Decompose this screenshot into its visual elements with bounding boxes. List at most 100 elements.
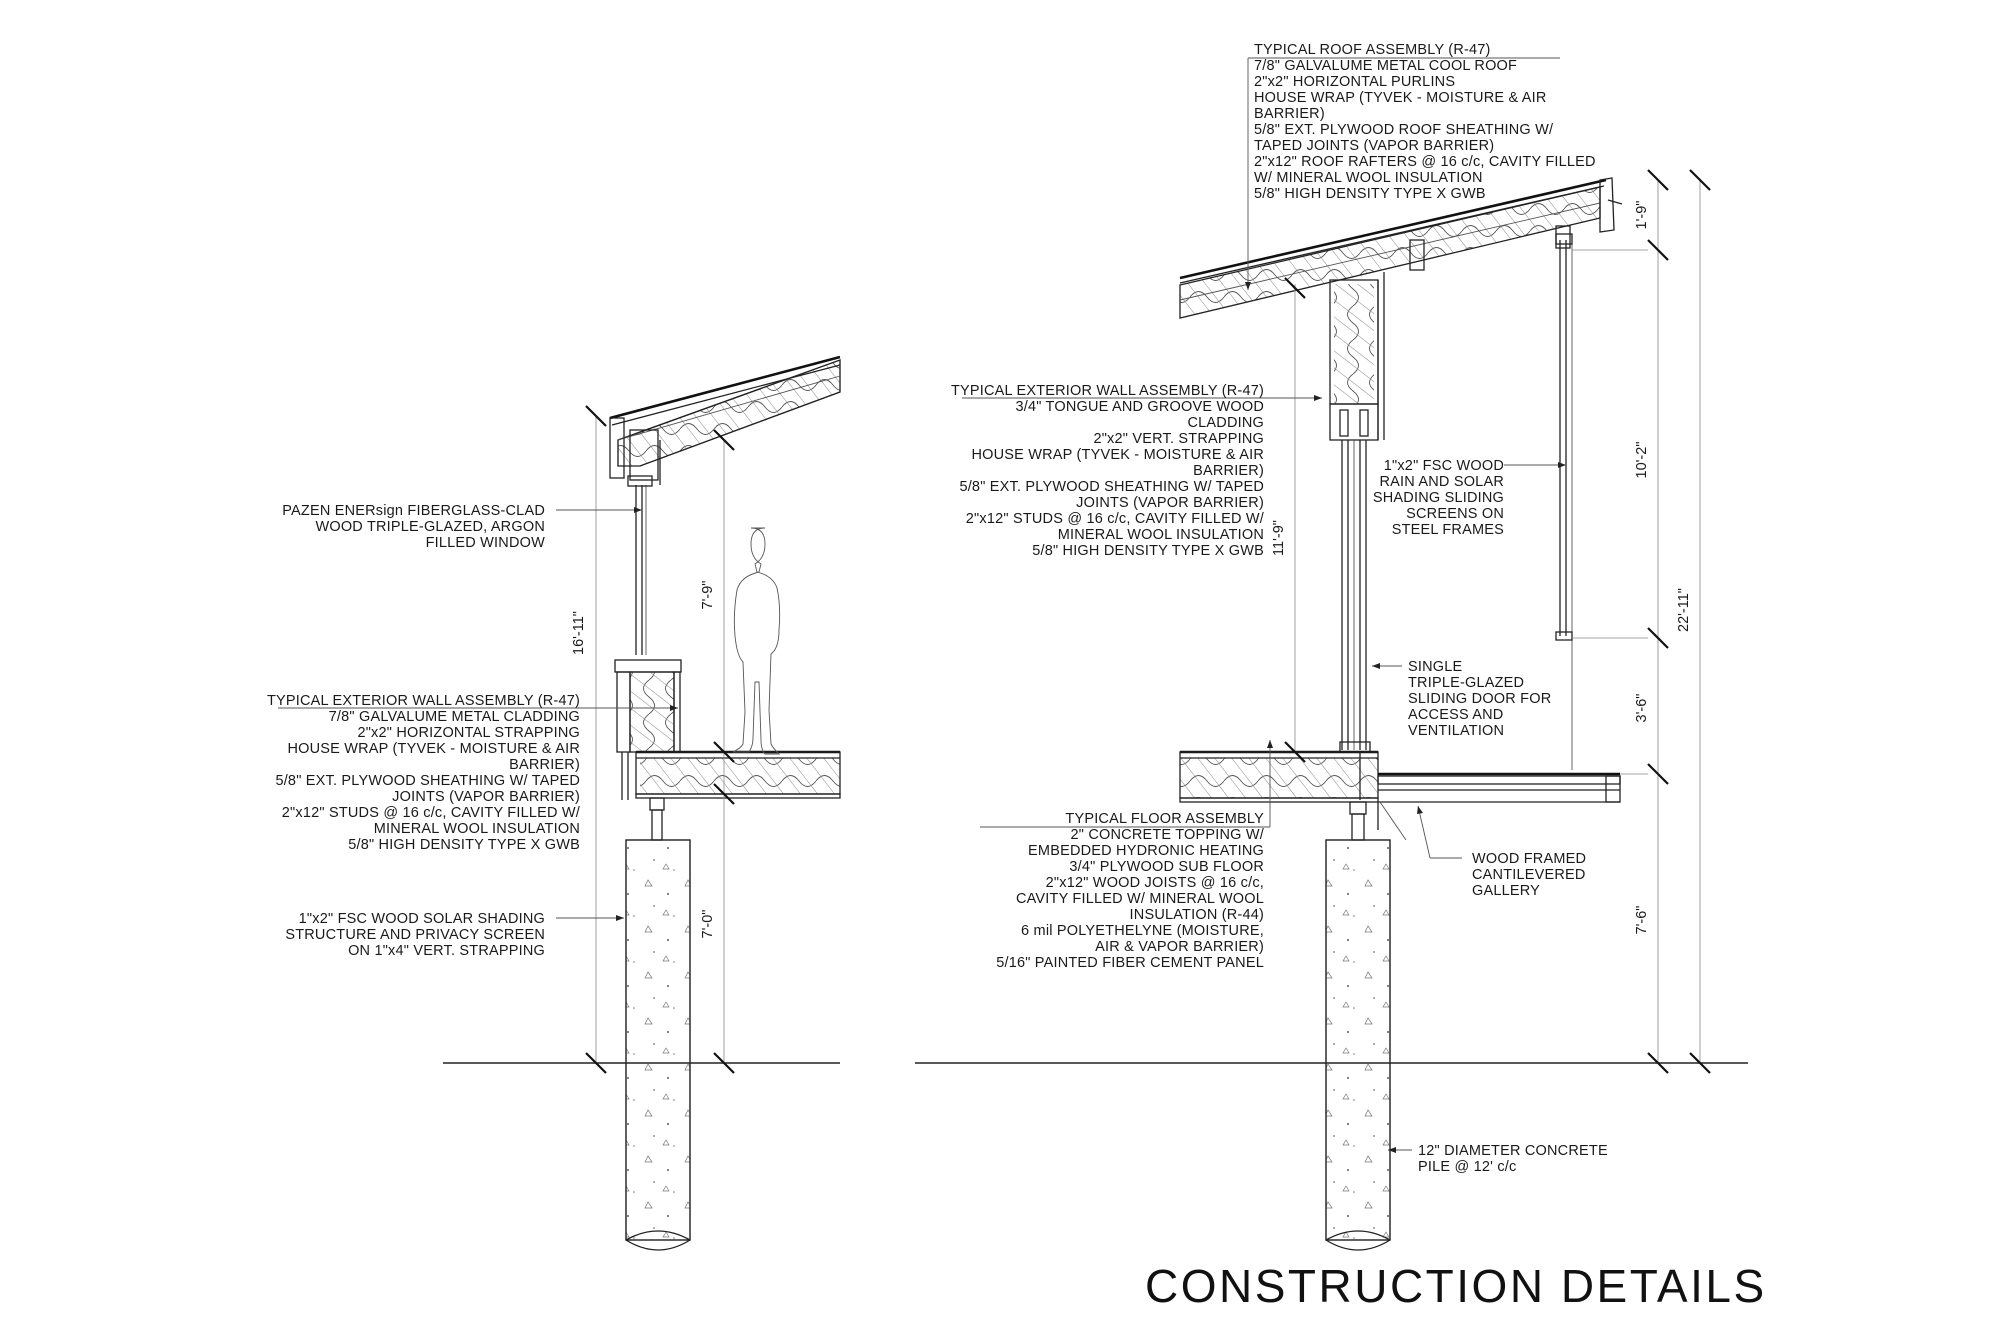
left-screen-note-line: 1"x2" FSC WOOD SOLAR SHADING [299,911,545,927]
right-wall-note-line: 3/4" TONGUE AND GROOVE WOOD [1015,399,1264,415]
left-wall-note-line: TYPICAL EXTERIOR WALL ASSEMBLY (R-47) [267,693,580,709]
left-wall-note-line: 5/8" HIGH DENSITY TYPE X GWB [348,837,580,853]
right-gallery [1377,772,1621,830]
right-pile [1325,801,1407,1251]
left-roof [609,355,841,485]
right-wall-note-line: CLADDING [1187,415,1264,431]
right-sliding-door [1339,440,1371,753]
right-leaders [962,57,1566,1153]
left-pile [625,797,691,1251]
left-wall-note-line: BARRIER) [509,757,580,773]
right-screens-note-line: RAIN AND SOLAR [1380,474,1504,490]
right-floor-assembly-note: TYPICAL FLOOR ASSEMBLY 2" CONCRETE TOPPI… [996,811,1264,971]
right-pile-note: 12" DIAMETER CONCRETE PILE @ 12' c/c [1418,1143,1608,1175]
right-screens-note-line: 1"x2" FSC WOOD [1384,458,1504,474]
left-wall-note-line: 2"x12" STUDS @ 16 c/c, CAVITY FILLED W/ [282,805,581,821]
right-floor-note-line: CAVITY FILLED W/ MINERAL WOOL [1016,891,1264,907]
dim-right-rail: 3'-6" [1634,694,1650,723]
left-wall-note-line: HOUSE WRAP (TYVEK - MOISTURE & AIR [287,741,580,757]
left-screen-note-line: STRUCTURE AND PRIVACY SCREEN [285,927,545,943]
right-floor-note-line: 6 mil POLYETHELYNE (MOISTURE, [1021,923,1264,939]
left-leaders [278,507,678,921]
right-roof-note-line: W/ MINERAL WOOL INSULATION [1254,170,1483,186]
right-floor-note-line: 2" CONCRETE TOPPING W/ [1070,827,1264,843]
right-gallery-note-line: GALLERY [1472,883,1540,899]
right-door-note-line: VENTILATION [1408,723,1504,739]
right-wall-note-line: 5/8" HIGH DENSITY TYPE X GWB [1032,543,1264,559]
left-wall-note-line: 2"x2" HORIZONTAL STRAPPING [357,725,580,741]
right-wall-note-line: 2"x12" STUDS @ 16 c/c, CAVITY FILLED W/ [966,511,1265,527]
right-roof-note-line: 2"x2" HORIZONTAL PURLINS [1254,74,1455,90]
left-dimensions: 16'-11" 7'-9" 7'-0" [571,405,735,1074]
left-wall-assembly-note: TYPICAL EXTERIOR WALL ASSEMBLY (R-47) 7/… [267,693,581,853]
left-wall-note-line: JOINTS (VAPOR BARRIER) [392,789,580,805]
right-wall [1329,272,1385,441]
left-screen-note: 1"x2" FSC WOOD SOLAR SHADING STRUCTURE A… [285,911,545,959]
left-wall [614,659,682,800]
right-wall-note-line: MINERAL WOOL INSULATION [1058,527,1264,543]
left-window-note-line: PAZEN ENERsign FIBERGLASS-CLAD [282,503,545,519]
right-gallery-note: WOOD FRAMED CANTILEVERED GALLERY [1472,851,1586,899]
right-roof-note-line: 5/8" HIGH DENSITY TYPE X GWB [1254,186,1486,202]
right-floor-note-line: EMBEDDED HYDRONIC HEATING [1028,843,1264,859]
dim-right-floor: 7'-6" [1634,906,1650,935]
right-roof-note-line: TAPED JOINTS (VAPOR BARRIER) [1254,138,1494,154]
right-floor-note-line: 2"x12" WOOD JOISTS @ 16 c/c, [1046,875,1264,891]
right-door-note-line: SINGLE [1408,659,1463,675]
right-sliding-screen [1555,233,1573,770]
left-screen-note-line: ON 1"x4" VERT. STRAPPING [348,943,545,959]
right-wall-note-line: 2"x2" VERT. STRAPPING [1093,431,1264,447]
right-floor-note-line: TYPICAL FLOOR ASSEMBLY [1065,811,1264,827]
right-roof-note-line: 7/8" GALVALUME METAL COOL ROOF [1254,58,1517,74]
right-dimensions: 11'-9" 1'-9" 10'-2" 3'-6" 7'-6" 22'-11" [1271,169,1711,1074]
right-floor-note-line: AIR & VAPOR BARRIER) [1095,939,1264,955]
right-screens-note-line: SHADING SLIDING [1373,490,1504,506]
right-screens-note-line: SCREENS ON [1406,506,1504,522]
right-gallery-note-line: WOOD FRAMED [1472,851,1586,867]
right-door-note-line: ACCESS AND [1408,707,1503,723]
page-title: CONSTRUCTION DETAILS [1145,1260,1767,1312]
human-figure [732,527,781,755]
right-floor-note-line: 5/16" PAINTED FIBER CEMENT PANEL [996,955,1264,971]
right-roof-note-line: 5/8" EXT. PLYWOOD ROOF SHEATHING W/ [1254,122,1554,138]
right-floor [1179,750,1379,803]
right-roof-note-line: TYPICAL ROOF ASSEMBLY (R-47) [1254,42,1491,58]
right-screens-note: 1"x2" FSC WOOD RAIN AND SOLAR SHADING SL… [1373,458,1504,538]
right-roof-note-line: BARRIER) [1254,106,1325,122]
dim-right-overall: 22'-11" [1676,588,1692,632]
right-roof-note-line: 2"x12" ROOF RAFTERS @ 16 c/c, CAVITY FIL… [1254,154,1596,170]
left-floor [635,750,841,799]
dim-right-screen: 10'-2" [1634,442,1650,479]
right-wall-note-line: BARRIER) [1193,463,1264,479]
left-section: 16'-11" 7'-9" 7'-0" PAZEN ENERsign FIBER… [267,355,841,1251]
right-wall-note-line: HOUSE WRAP (TYVEK - MOISTURE & AIR [971,447,1264,463]
right-floor-note-line: INSULATION (R-44) [1130,907,1264,923]
dim-right-wall: 11'-9" [1271,520,1287,556]
right-roof [1179,177,1623,319]
left-window-note-line: WOOD TRIPLE-GLAZED, ARGON [315,519,545,535]
left-window-note: PAZEN ENERsign FIBERGLASS-CLAD WOOD TRIP… [282,503,545,551]
right-section: 11'-9" 1'-9" 10'-2" 3'-6" 7'-6" 22'-11" [951,42,1711,1251]
right-door-note-line: TRIPLE-GLAZED [1408,675,1524,691]
dim-left-floor: 7'-0" [700,910,716,939]
right-pile-note-line: PILE @ 12' c/c [1418,1159,1516,1175]
left-wall-note-line: 5/8" EXT. PLYWOOD SHEATHING W/ TAPED [275,773,580,789]
dim-left-ceiling: 7'-9" [700,581,716,610]
right-wall-assembly-note: TYPICAL EXTERIOR WALL ASSEMBLY (R-47) 3/… [951,383,1265,559]
left-wall-note-line: 7/8" GALVALUME METAL CLADDING [329,709,580,725]
left-wall-note-line: MINERAL WOOL INSULATION [374,821,580,837]
right-floor-note-line: 3/4" PLYWOOD SUB FLOOR [1069,859,1264,875]
right-roof-assembly-note: TYPICAL ROOF ASSEMBLY (R-47) 7/8" GALVAL… [1254,42,1596,202]
right-door-note-line: SLIDING DOOR FOR [1408,691,1551,707]
right-wall-note-line: TYPICAL EXTERIOR WALL ASSEMBLY (R-47) [951,383,1264,399]
left-window [627,475,653,655]
left-window-note-line: FILLED WINDOW [426,535,546,551]
right-wall-note-line: 5/8" EXT. PLYWOOD SHEATHING W/ TAPED [959,479,1264,495]
right-wall-note-line: JOINTS (VAPOR BARRIER) [1076,495,1264,511]
right-screens-note-line: STEEL FRAMES [1392,522,1504,538]
dim-right-eave: 1'-9" [1634,201,1650,230]
right-roof-note-line: HOUSE WRAP (TYVEK - MOISTURE & AIR [1254,90,1547,106]
right-door-note: SINGLE TRIPLE-GLAZED SLIDING DOOR FOR AC… [1408,659,1551,739]
dim-left-overall: 16'-11" [571,611,587,655]
